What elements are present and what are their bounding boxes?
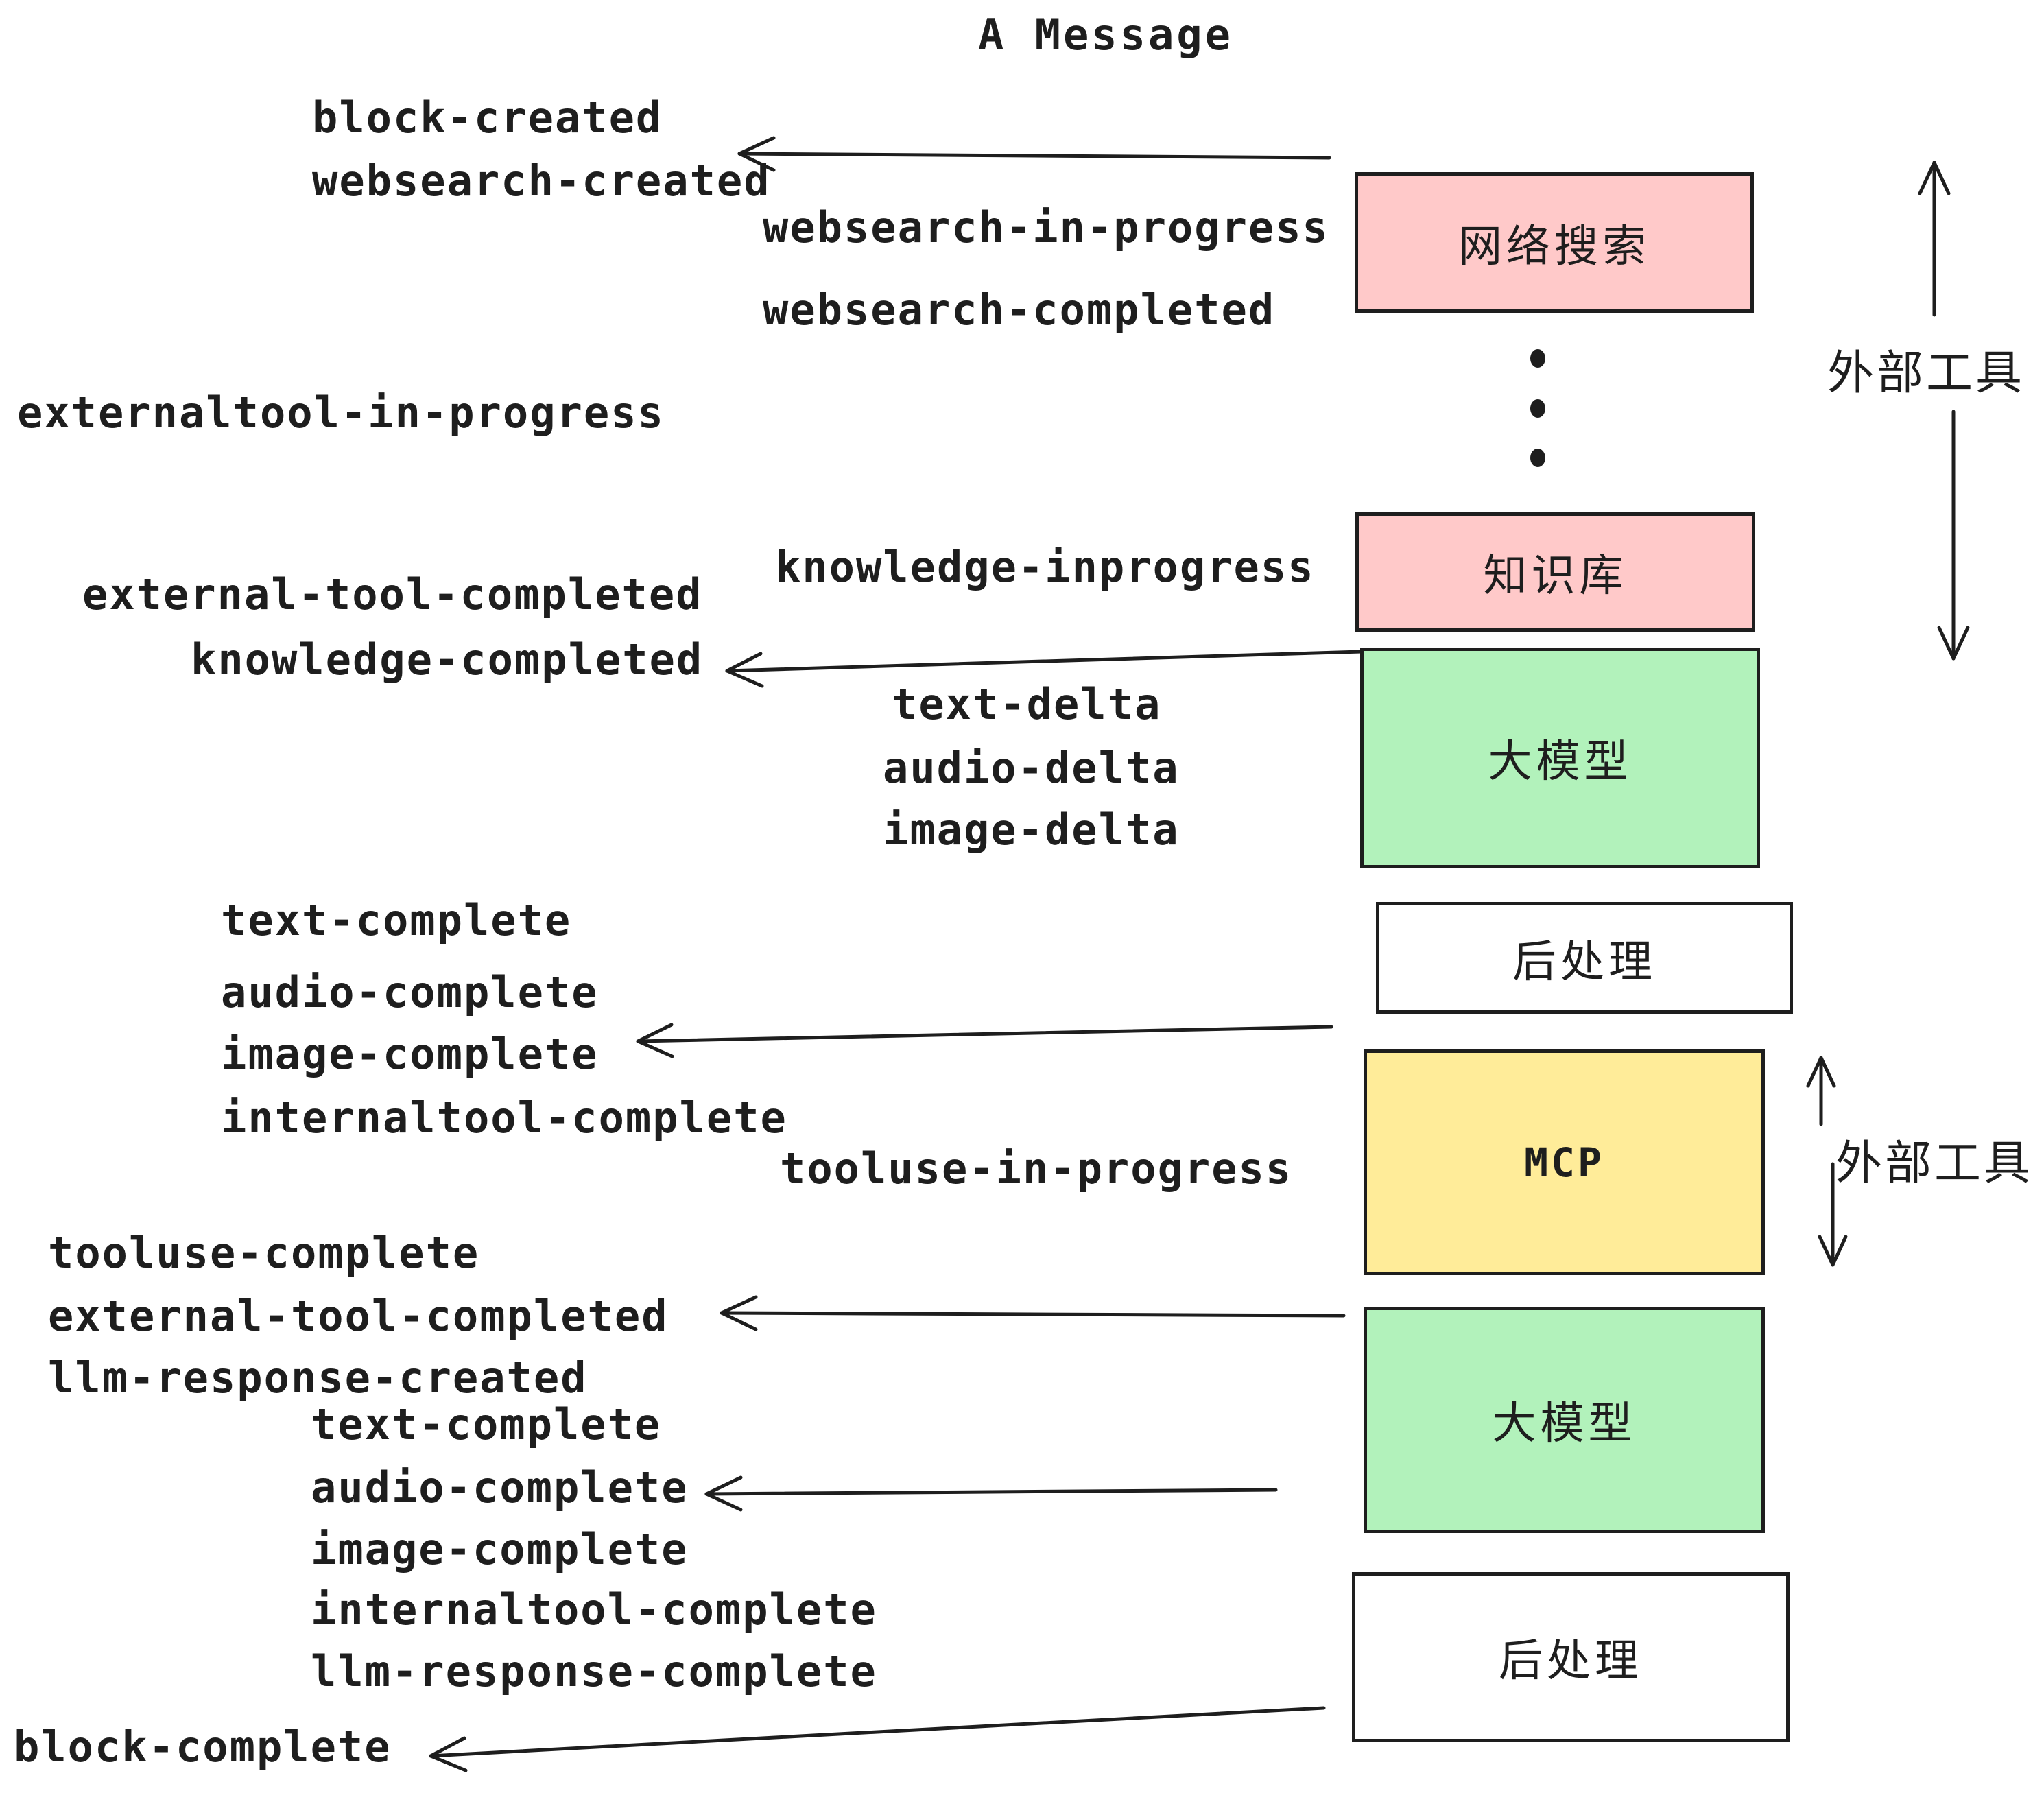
box-postprocess-2: 后处理 <box>1352 1572 1790 1742</box>
event-label-text-complete-1: text-complete <box>221 895 572 945</box>
box-llm-1: 大模型 <box>1360 648 1760 868</box>
external-tools-up-arrow-1 <box>1918 161 1951 317</box>
box-postprocess-1: 后处理 <box>1376 902 1793 1014</box>
box-postprocess-2-label: 后处理 <box>1499 1636 1643 1685</box>
event-label-websearch-created: websearch-created <box>312 156 771 206</box>
box-knowledge-label: 知识库 <box>1483 551 1628 600</box>
event-label-block-created: block-created <box>312 93 663 143</box>
box-mcp: MCP <box>1364 1049 1765 1275</box>
ellipsis-dot-1 <box>1530 349 1545 368</box>
event-label-image-complete-2: image-complete <box>311 1524 689 1574</box>
event-label-internaltool-complete-2: internaltool-complete <box>311 1585 877 1635</box>
box-websearch: 网络搜索 <box>1355 172 1754 313</box>
box-llm-2-label: 大模型 <box>1492 1399 1637 1448</box>
arrow-to-image-complete <box>636 1023 1333 1058</box>
external-tools-annotation-1: 外部工具 <box>1827 347 2025 399</box>
external-tools-annotation-2: 外部工具 <box>1835 1137 2034 1189</box>
event-label-websearch-completed: websearch-completed <box>763 285 1276 335</box>
box-postprocess-1-label: 后处理 <box>1512 936 1656 986</box>
box-llm-1-label: 大模型 <box>1488 737 1632 786</box>
box-knowledge: 知识库 <box>1355 512 1755 632</box>
external-tools-up-arrow-2 <box>1806 1056 1836 1126</box>
arrow-to-tooluse-complete <box>720 1295 1346 1331</box>
event-label-externaltool-in-progress: externaltool-in-progress <box>17 388 665 438</box>
event-label-llm-response-created: llm-response-created <box>48 1353 588 1403</box>
ellipsis-dot-2 <box>1530 399 1545 418</box>
event-label-external-tool-completed: external-tool-completed <box>82 569 703 619</box>
event-label-image-delta-1: image-delta <box>883 805 1180 855</box>
event-label-tooluse-complete: tooluse-complete <box>48 1228 480 1278</box>
event-label-knowledge-completed: knowledge-completed <box>191 634 704 685</box>
event-label-tooluse-in-progress: tooluse-in-progress <box>780 1143 1293 1194</box>
ellipsis-dot-3 <box>1530 449 1545 467</box>
event-label-internaltool-complete-1: internaltool-complete <box>221 1093 787 1143</box>
page-title: A Message <box>978 10 1233 60</box>
event-label-text-complete-2: text-complete <box>311 1399 662 1449</box>
event-label-external-tool-completed-2: external-tool-completed <box>48 1291 669 1341</box>
event-label-llm-response-complete: llm-response-complete <box>311 1646 877 1696</box>
event-label-text-delta-1: text-delta <box>892 679 1162 729</box>
event-label-block-complete: block-complete <box>14 1722 392 1772</box>
arrow-to-websearch-created <box>737 136 1331 172</box>
event-label-audio-complete-1: audio-complete <box>221 967 599 1017</box>
event-label-audio-complete-2: audio-complete <box>311 1462 689 1512</box>
box-llm-2: 大模型 <box>1364 1307 1765 1533</box>
event-label-audio-delta-1: audio-delta <box>883 743 1180 793</box>
box-websearch-label: 网络搜索 <box>1458 221 1650 271</box>
event-label-image-complete-1: image-complete <box>221 1029 599 1079</box>
event-label-knowledge-inprogress: knowledge-inprogress <box>775 542 1315 592</box>
arrow-to-block-complete <box>429 1706 1326 1772</box>
event-label-websearch-in-progress: websearch-in-progress <box>763 202 1329 252</box>
external-tools-down-arrow-1 <box>1937 410 1970 661</box>
arrow-to-audio-complete <box>704 1475 1278 1512</box>
box-mcp-label: MCP <box>1524 1139 1604 1186</box>
